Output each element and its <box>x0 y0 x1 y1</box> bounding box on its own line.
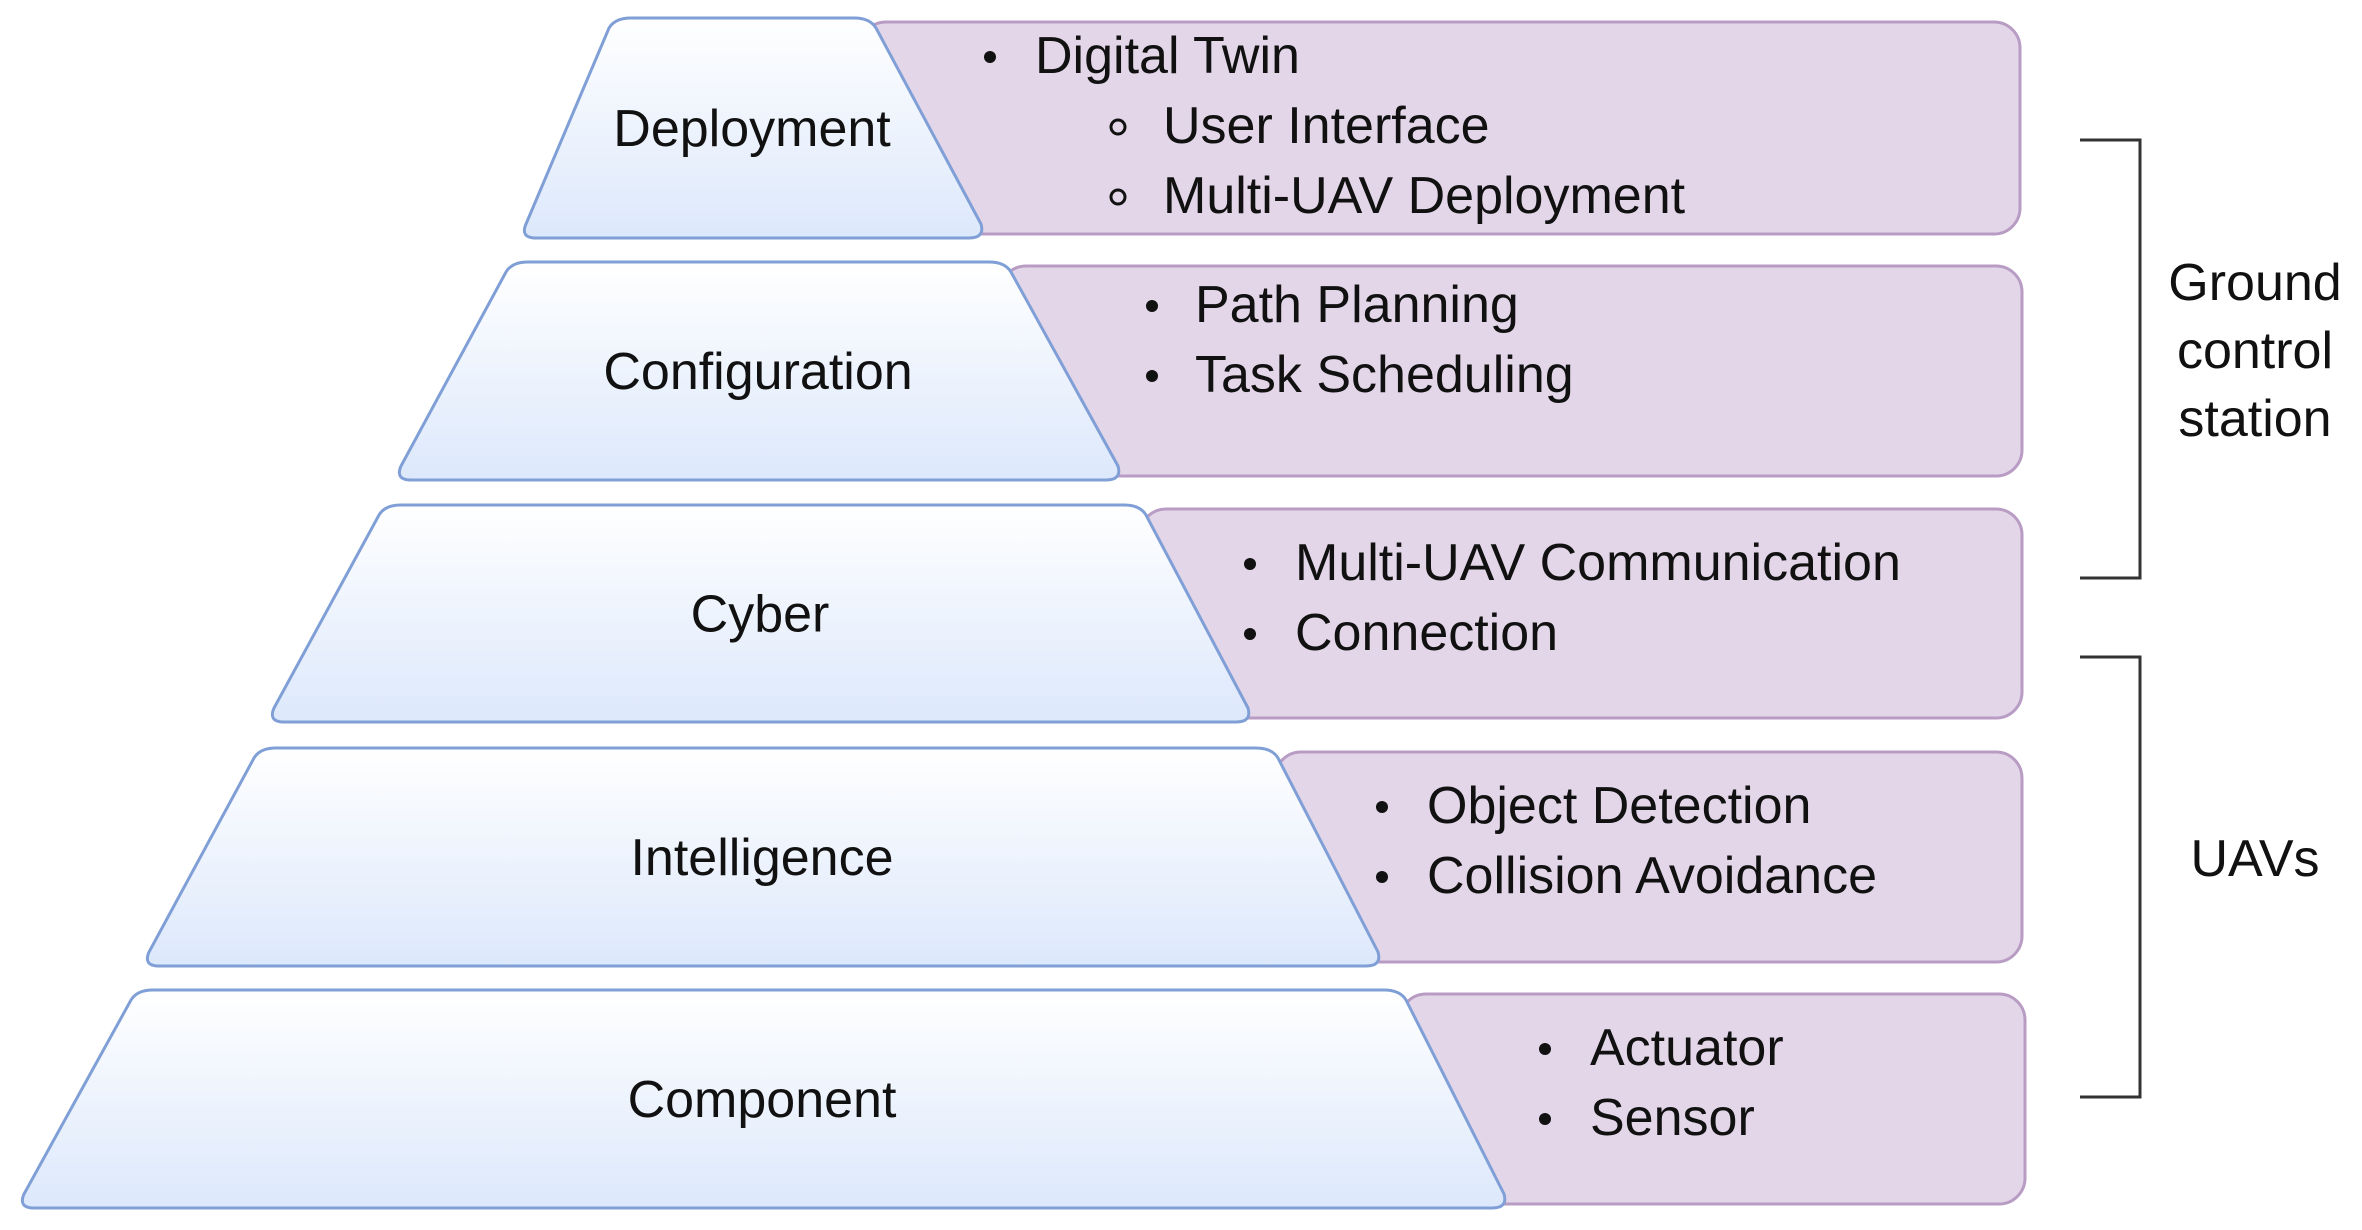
bracket-label: control <box>2177 322 2333 380</box>
item-text: Collision Avoidance <box>1427 847 1877 905</box>
pyramid-level-configuration <box>397 260 1121 482</box>
layer-label: Configuration <box>603 343 912 401</box>
layer-label: Intelligence <box>630 829 893 887</box>
item-text: Connection <box>1295 604 1558 662</box>
pyramid-levels <box>20 16 1507 1210</box>
bullet-icon <box>1539 1043 1551 1055</box>
pyramid-level-deployment <box>522 16 984 240</box>
bullet-icon <box>1539 1113 1551 1125</box>
item-text: Object Detection <box>1427 777 1811 835</box>
item-text: Multi-UAV Communication <box>1295 534 1901 592</box>
bullet-icon <box>1244 558 1256 570</box>
item-text: Digital Twin <box>1035 27 1300 85</box>
layer-label: Component <box>628 1071 897 1129</box>
bracket-label: UAVs <box>2190 830 2319 888</box>
item-boxes <box>858 20 2027 1206</box>
group-bracket <box>2080 138 2142 580</box>
item-text: Sensor <box>1590 1089 1755 1147</box>
sub-bullet-icon <box>1109 188 1127 206</box>
bullet-icon <box>1376 871 1388 883</box>
pyramid-level-intelligence <box>145 746 1381 968</box>
bullet-icon <box>1146 370 1158 382</box>
item-text: Multi-UAV Deployment <box>1163 167 1686 225</box>
item-text: Task Scheduling <box>1195 346 1574 404</box>
item-text: Path Planning <box>1195 276 1519 334</box>
layer-label: Deployment <box>613 100 891 158</box>
bracket-label: Ground <box>2168 254 2341 312</box>
bullet-icon <box>1146 300 1158 312</box>
layer-label: Cyber <box>691 586 830 644</box>
item-text: Actuator <box>1590 1019 1784 1077</box>
item-text: User Interface <box>1163 97 1490 155</box>
bullet-icon <box>1376 801 1388 813</box>
pyramid-level-cyber <box>270 503 1251 724</box>
pyramid-level-component <box>20 988 1507 1210</box>
group-bracket <box>2080 655 2142 1099</box>
bullet-icon <box>984 51 996 63</box>
sub-bullet-icon <box>1109 118 1127 136</box>
bullet-icon <box>1244 628 1256 640</box>
bracket-label: station <box>2178 390 2331 448</box>
